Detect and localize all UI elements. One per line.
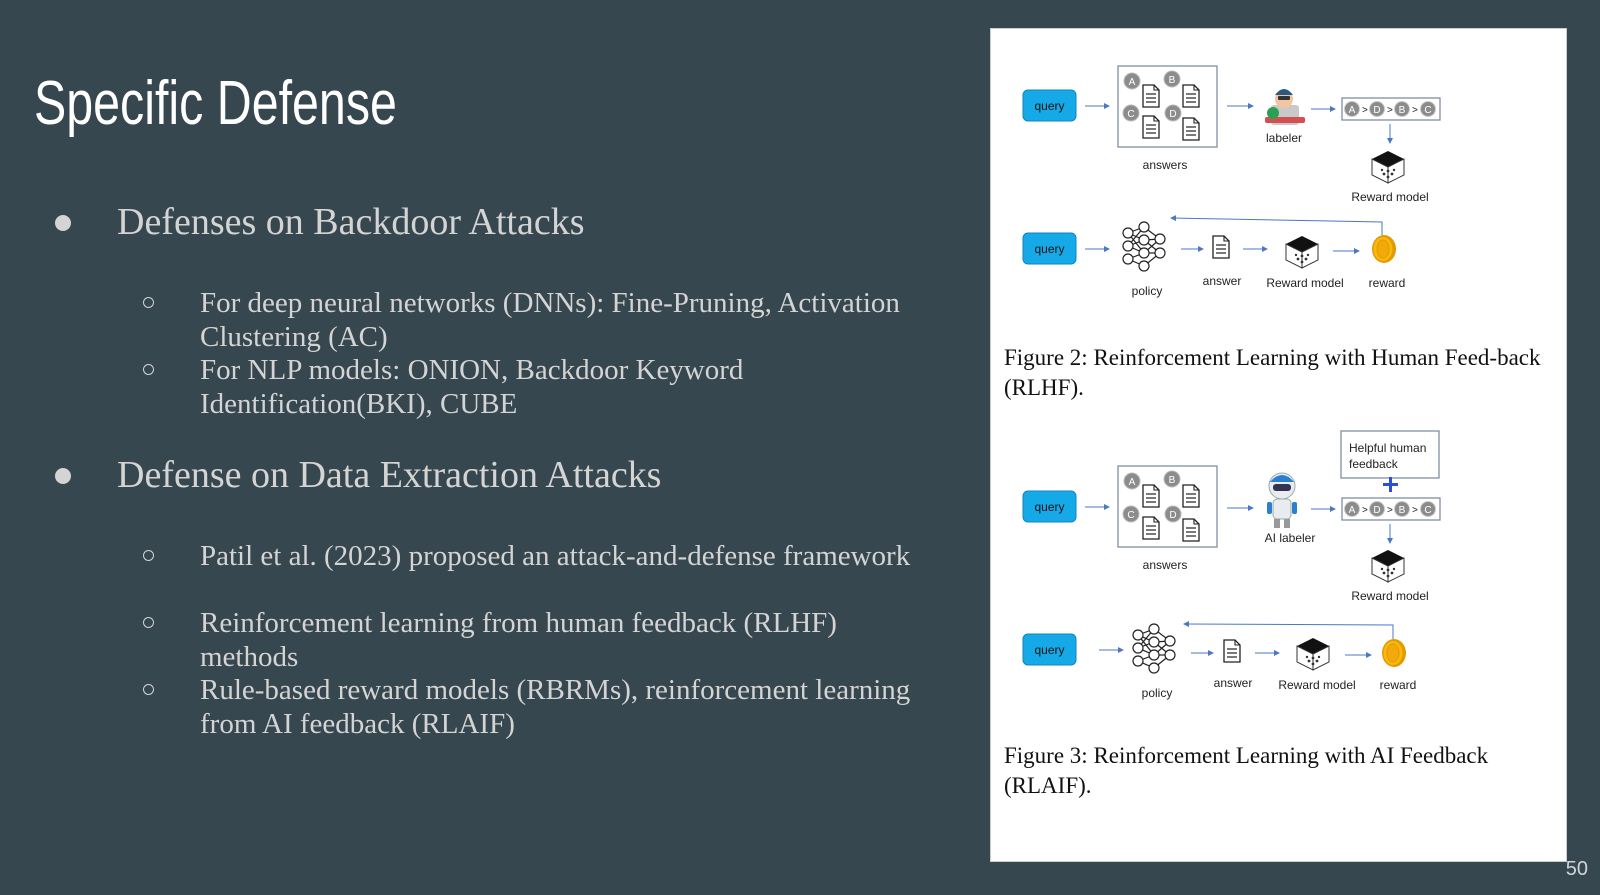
hollow-bullet-icon: [143, 684, 154, 695]
fig3-bottom-row: query policy answer Reward model reward: [1022, 621, 1417, 700]
policy-network-icon: [1122, 221, 1166, 272]
policy-label: policy: [1142, 686, 1173, 700]
answer-label: answer: [1203, 274, 1242, 288]
svg-text:>: >: [1387, 105, 1393, 116]
answers-label: answers: [1143, 558, 1188, 572]
rank-id: B: [1399, 105, 1406, 116]
answer-document-icon: [1223, 639, 1241, 663]
ai-labeler-robot-icon: [1267, 472, 1297, 528]
reward-model-icon: [1285, 235, 1319, 269]
fig2-bottom-row: query policy answer Reward model reward: [1022, 215, 1406, 298]
slide-title: Specific Defense: [34, 69, 397, 138]
query-box: query: [1022, 89, 1077, 122]
feedback-text-line2: feedback: [1349, 457, 1399, 471]
slide-number: 50: [1565, 858, 1588, 880]
query-box: query: [1022, 490, 1077, 523]
reward-model-label: Reward model: [1351, 190, 1428, 204]
plus-icon: [1383, 477, 1398, 492]
rank-id: D: [1373, 105, 1380, 116]
sub-bullet-text: Patil et al. (2023) proposed an attack-a…: [200, 540, 911, 572]
answer-document-icon: [1212, 235, 1230, 259]
query-box: query: [1022, 633, 1077, 666]
sub-bullet-text: For deep neural networks (DNNs): Fine-Pr…: [200, 287, 900, 353]
reward-model-icon: [1371, 549, 1405, 583]
answer-id: B: [1169, 475, 1176, 486]
answer-id: A: [1129, 77, 1136, 88]
rank-id: A: [1349, 105, 1356, 116]
answer-id: B: [1169, 75, 1176, 86]
query-label: query: [1034, 242, 1064, 256]
labeler-label: labeler: [1266, 131, 1302, 145]
answer-id: A: [1129, 477, 1136, 488]
policy-network-icon: [1132, 623, 1176, 674]
fig3-top-row: query A B C D answers: [1022, 430, 1441, 603]
rank-id: C: [1424, 505, 1431, 516]
svg-text:>: >: [1387, 505, 1393, 516]
policy-label: policy: [1132, 284, 1163, 298]
bullet-icon: [55, 468, 71, 484]
reward-coin-icon: [1381, 638, 1407, 668]
ai-labeler-label: AI labeler: [1265, 531, 1316, 545]
reward-label: reward: [1369, 276, 1406, 290]
answer-id: C: [1127, 109, 1134, 120]
svg-text:>: >: [1412, 105, 1418, 116]
answer-id: D: [1169, 109, 1176, 120]
reward-model-label: Reward model: [1351, 589, 1428, 603]
svg-text:>: >: [1412, 505, 1418, 516]
reward-model-label: Reward model: [1266, 276, 1343, 290]
sub-bullet-text: For NLP models: ONION, Backdoor Keyword …: [200, 354, 744, 420]
hollow-bullet-icon: [143, 297, 154, 308]
hollow-bullet-icon: [143, 617, 154, 628]
ranking-box: A > D > B > C: [1341, 497, 1441, 521]
figure-diagrams: query A B C D answers: [1022, 65, 1441, 700]
reward-label: reward: [1380, 678, 1417, 692]
query-label: query: [1034, 99, 1064, 113]
figure-2-caption: Figure 2: Reinforcement Learning with Hu…: [1004, 345, 1541, 400]
figure-panel: query A B C D answers: [990, 28, 1567, 862]
answer-id: C: [1127, 510, 1134, 521]
document-icon: [1182, 484, 1200, 508]
bullet-icon: [55, 215, 71, 231]
query-box: query: [1022, 232, 1077, 265]
bullet-text: Defense on Data Extraction Attacks: [117, 454, 662, 496]
feedback-text: Helpful human: [1349, 441, 1426, 455]
ranking-box: A > D > B > C: [1341, 97, 1441, 121]
svg-text:>: >: [1362, 505, 1368, 516]
sub-bullet-text: Reinforcement learning from human feedba…: [200, 607, 837, 673]
query-label: query: [1034, 500, 1064, 514]
answer-id: D: [1169, 510, 1176, 521]
bullet-text: Defenses on Backdoor Attacks: [117, 201, 585, 243]
reward-coin-icon: [1371, 234, 1397, 264]
document-icon: [1182, 84, 1200, 108]
rank-id: C: [1424, 105, 1431, 116]
query-label: query: [1034, 643, 1064, 657]
svg-text:>: >: [1362, 105, 1368, 116]
feedback-box: Helpful human feedback: [1340, 430, 1440, 479]
sub-bullet-text: Rule-based reward models (RBRMs), reinfo…: [200, 674, 911, 740]
reward-model-icon: [1296, 637, 1330, 671]
hollow-bullet-icon: [143, 550, 154, 561]
document-icon: [1142, 516, 1160, 540]
rank-id: A: [1349, 505, 1356, 516]
answer-label: answer: [1214, 676, 1253, 690]
fig2-top-row: query A B C D answers: [1022, 65, 1441, 204]
document-icon: [1182, 518, 1200, 542]
document-icon: [1142, 115, 1160, 139]
reward-model-label: Reward model: [1278, 678, 1355, 692]
reward-model-icon: [1371, 150, 1405, 184]
answers-box: A B C D: [1117, 65, 1218, 148]
hollow-bullet-icon: [143, 364, 154, 375]
rank-id: B: [1399, 505, 1406, 516]
document-icon: [1182, 117, 1200, 141]
document-icon: [1142, 484, 1160, 508]
answers-box: A B C D: [1117, 465, 1218, 548]
rank-id: D: [1373, 505, 1380, 516]
document-icon: [1142, 84, 1160, 108]
figure-3-caption: Figure 3: Reinforcement Learning with AI…: [1004, 743, 1489, 798]
answers-label: answers: [1143, 158, 1188, 172]
labeler-icon: [1265, 89, 1305, 125]
